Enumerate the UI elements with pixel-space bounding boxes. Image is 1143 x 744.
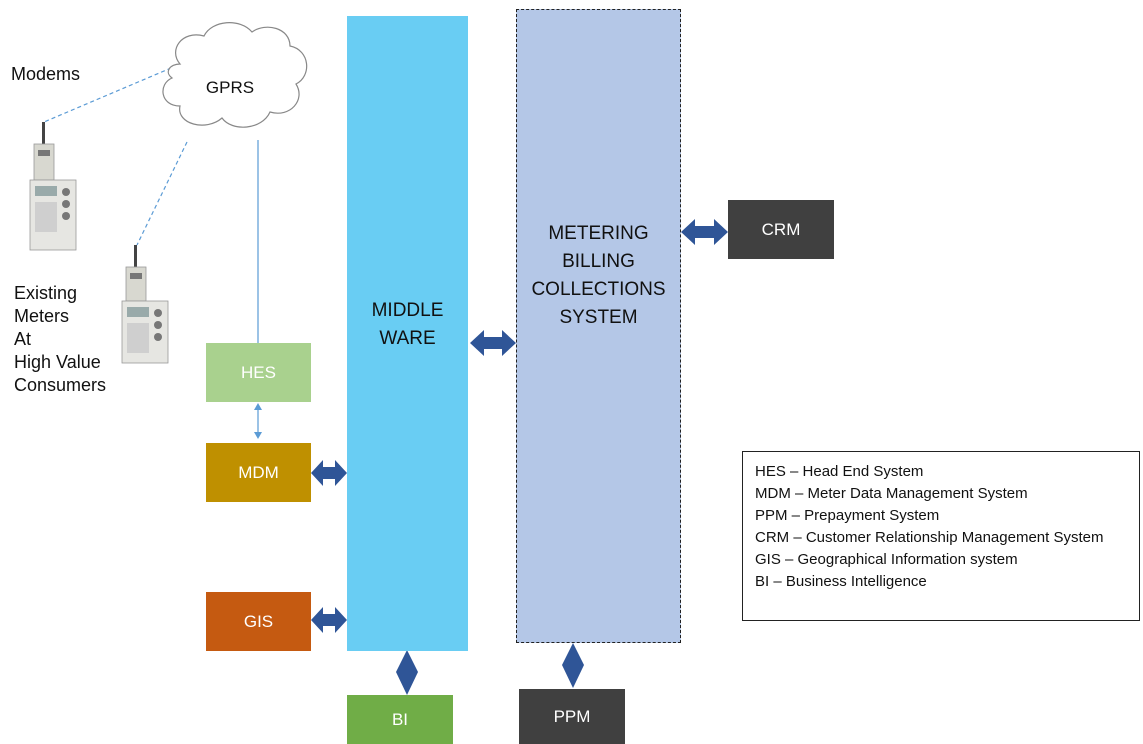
legend-item: MDM – Meter Data Management System [755,485,1028,502]
legend-item: CRM – Customer Relationship Management S… [755,529,1104,546]
mbcs-crm-arrow [681,219,728,245]
bi-box: BI [347,695,453,744]
legend: HES – Head End System MDM – Meter Data M… [742,451,1140,621]
legend-item: HES – Head End System [755,463,924,480]
mbcs-label: METERING BILLING COLLECTIONS SYSTEM [531,223,666,328]
gis-middleware-arrow [311,607,347,633]
existing-meters-line: High Value [14,352,101,372]
metering-billing-collections-block: METERING BILLING COLLECTIONS SYSTEM [516,9,681,643]
middleware-label: MIDDLE WARE [371,299,444,349]
mdm-middleware-arrow [311,460,347,486]
meter-device-icon [29,122,77,251]
mbcs-ppm-arrow [562,643,584,688]
crm-box: CRM [728,200,834,259]
modem-link-2 [136,141,188,246]
existing-meters-line: At [14,329,32,349]
ppm-box: PPM [519,689,625,744]
existing-meters-line: Meters [14,306,70,326]
existing-meters-line: Consumers [14,375,107,395]
legend-item: BI – Business Intelligence [755,573,927,590]
hes-box: HES [206,343,311,402]
legend-item: PPM – Prepayment System [755,507,940,524]
gprs-label: GPRS [205,78,255,97]
middleware-block: MIDDLE WARE [347,16,468,651]
middleware-bi-arrow [396,650,418,695]
arrow-group [311,219,728,695]
legend-item: GIS – Geographical Information system [755,551,1018,568]
hes-mdm-arrow [254,403,262,439]
gis-box: GIS [206,592,311,651]
modems-label: Modems [11,64,81,84]
existing-meters-label: Existing Meters At High Value Consumers [14,282,106,397]
existing-meters-line: Existing [14,283,78,303]
middleware-mbcs-arrow [470,330,516,356]
meter-device-icon [121,245,169,364]
gprs-cloud-icon [162,22,308,128]
mdm-box: MDM [206,443,311,502]
